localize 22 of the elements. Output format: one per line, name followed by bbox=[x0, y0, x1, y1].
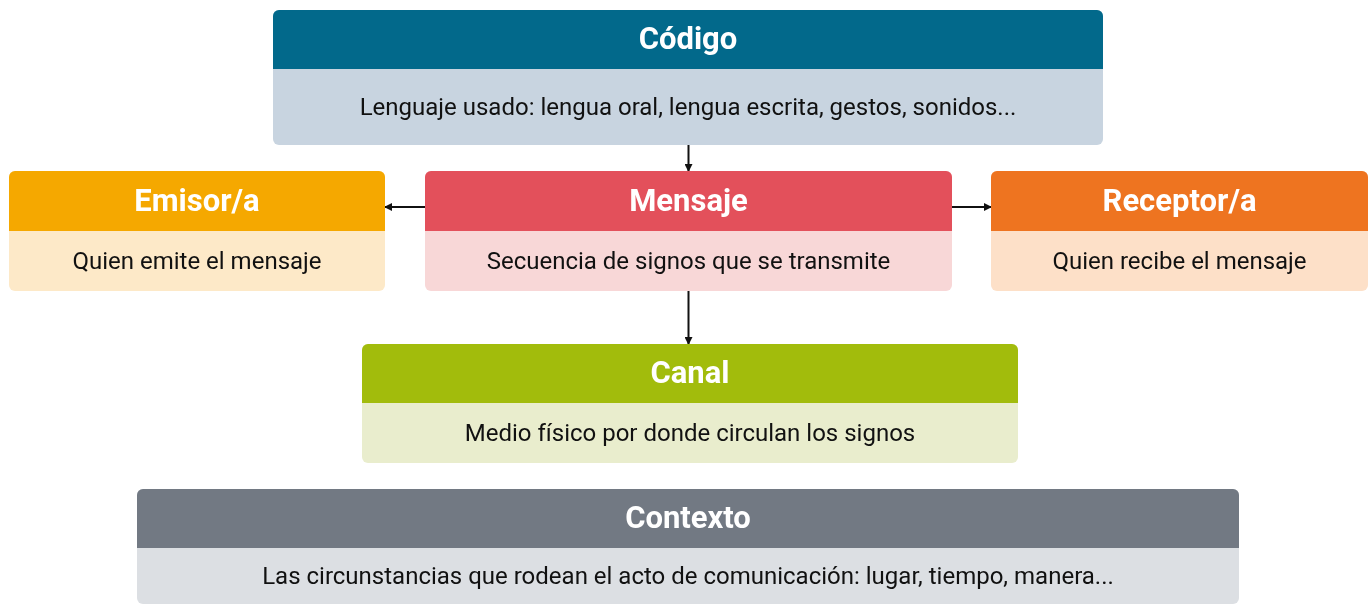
card-heading: Mensaje bbox=[425, 171, 952, 231]
concept-card bbox=[9, 171, 385, 291]
card-heading: Contexto bbox=[137, 489, 1239, 548]
card-description: Secuencia de signos que se transmite bbox=[486, 246, 891, 276]
arrow bbox=[684, 290, 693, 345]
card-description: Las circunstancias que rodean el acto de comunicación: lugar, tiempo, manera... bbox=[262, 561, 1114, 591]
concept-card bbox=[362, 344, 1018, 463]
card-description: Lenguaje usado: lengua oral, lengua escrita, gestos, sonidos... bbox=[359, 92, 1017, 122]
card-heading: Canal bbox=[362, 344, 1018, 403]
arrow bbox=[951, 203, 992, 211]
concept-card bbox=[425, 171, 952, 291]
arrow bbox=[384, 203, 426, 211]
card-heading: Código bbox=[273, 10, 1103, 69]
arrow bbox=[684, 144, 693, 172]
card-description: Medio físico por donde circulan los signos bbox=[464, 418, 916, 448]
concept-card bbox=[991, 171, 1368, 291]
card-description: Quien emite el mensaje bbox=[72, 246, 322, 276]
concept-card bbox=[137, 489, 1239, 604]
card-heading: Receptor/a bbox=[991, 171, 1368, 231]
concept-card bbox=[273, 10, 1103, 145]
card-heading: Emisor/a bbox=[9, 171, 385, 231]
card-description: Quien recibe el mensaje bbox=[1052, 246, 1307, 276]
